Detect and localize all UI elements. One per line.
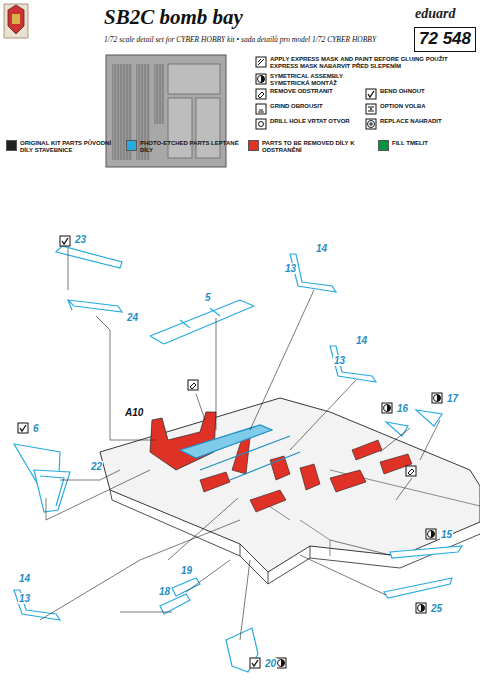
callout-number: 20	[264, 658, 277, 669]
legend-text: FILL TMELIT	[392, 140, 472, 147]
callout-number: 5	[204, 292, 212, 303]
legend-swatch	[126, 140, 137, 151]
callout-number: 14	[18, 573, 31, 584]
part-number: A10	[124, 407, 144, 418]
callout-number: 6	[32, 423, 40, 434]
callout-number: 15	[440, 529, 453, 540]
callout-number: 22	[90, 461, 103, 472]
legend-text: BEND OHNOUT	[380, 88, 470, 95]
legend-text: SYMETRICAL ASSEMBLY SYMETRICKÁ MONTÁŽ	[270, 73, 360, 87]
legend-text: OPTION VOLBA	[380, 103, 470, 110]
legend-text: PARTS TO BE REMOVED DÍLY K ODSTRANĚNÍ	[262, 140, 366, 154]
legend-swatch	[248, 140, 259, 151]
callout-number: 14	[315, 243, 328, 254]
logo: eduard	[414, 6, 456, 21]
callout-number: 19	[180, 565, 193, 576]
legend-text: PHOTO-ETCHED PARTS LEPTANÉ DÍLY	[140, 140, 240, 154]
legend-text: REPLACE NAHRADIT	[380, 118, 470, 125]
callout-number: 23	[74, 234, 87, 245]
callout-number: 17	[446, 393, 459, 404]
callout-number: 16	[396, 403, 409, 414]
callout-number: 18	[158, 586, 171, 597]
legend-swatch	[6, 140, 17, 151]
callout-number: 13	[284, 263, 297, 274]
set-number: 72 548	[414, 27, 476, 52]
callout-number: 14	[355, 335, 368, 346]
legend-text: REMOVE ODSTRANIT	[270, 88, 360, 95]
sheet-subtitle: 1/72 scale detail set for CYBER HOBBY ki…	[104, 36, 376, 44]
sheet-title: SB2C bomb bay	[104, 6, 243, 29]
legend-text: ORIGINAL KIT PARTS PŮVODNÍ DÍLY STAVEBNI…	[20, 140, 120, 154]
callout-number: 24	[126, 312, 139, 323]
callout-number: 13	[18, 593, 31, 604]
legend-text: APPLY EXPRESS MASK AND PAINT BEFORE GLUI…	[270, 56, 470, 70]
legend-text: GRIND OBROUSIT	[270, 103, 360, 110]
callout-number: 13	[333, 355, 346, 366]
callout-number: 25	[430, 603, 443, 614]
legend-text: DRILL HOLE VRTAT OTVOR	[270, 118, 360, 125]
legend-swatch	[378, 140, 389, 151]
